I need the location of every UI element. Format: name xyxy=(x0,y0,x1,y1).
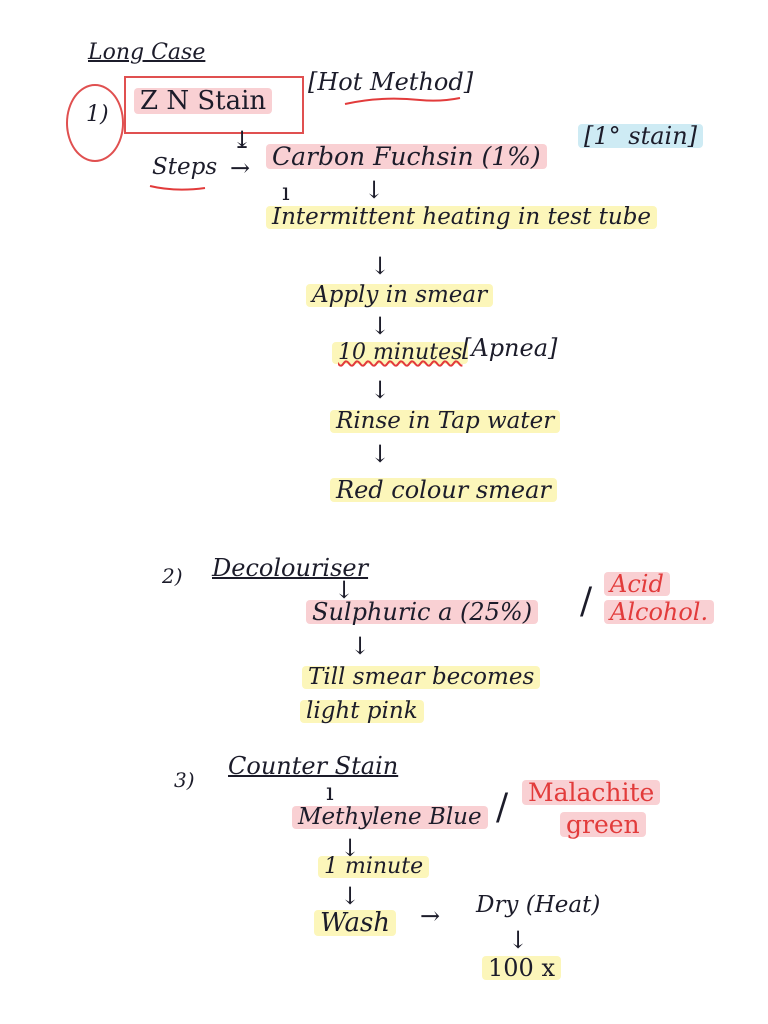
step-time: 10 minutes xyxy=(332,342,469,364)
step-time-note: [Apnea] xyxy=(462,334,558,362)
counter-label: Counter Stain xyxy=(228,752,399,780)
arrow-down-9: ı xyxy=(326,778,334,806)
primary-stain-type: [1° stain] xyxy=(578,124,704,148)
arrow-down-3: ↓ xyxy=(370,252,391,280)
step-rinse: Rinse in Tap water xyxy=(330,410,561,433)
item-circle xyxy=(66,84,124,162)
decolouriser-alt-line2: Alcohol. xyxy=(604,600,715,624)
arrow-down-8: ↓ xyxy=(350,632,371,660)
arrow-down-11: ↓ xyxy=(340,882,361,910)
primary-reagent: Carbon Fuchsin (1%) xyxy=(266,144,547,169)
method-label: [Hot Method] xyxy=(308,68,474,96)
steps-label: Steps xyxy=(152,154,218,180)
counter-alt-line1: Malachite xyxy=(522,780,661,805)
counter-wash: Wash xyxy=(314,910,397,936)
decolouriser-reagent: Sulphuric a (25%) xyxy=(306,600,539,624)
arrow-down-10: ↓ xyxy=(340,834,361,862)
arrow-right-steps: → xyxy=(230,154,251,182)
counter-alt-line2: green xyxy=(560,812,646,837)
item-number-3: 3) xyxy=(174,768,195,792)
page-title: Long Case xyxy=(88,40,206,65)
item-number-1: 1) xyxy=(86,102,109,127)
counter-reagent: Methylene Blue xyxy=(292,806,488,829)
decolouriser-alt-line1: Acid xyxy=(604,572,670,596)
arrow-down-12: ↓ xyxy=(508,926,529,954)
counter-time: 1 minute xyxy=(318,856,430,878)
stain-name: Z N Stain xyxy=(134,88,273,114)
step-apply: Apply in smear xyxy=(306,284,494,307)
arrow-down-4: ↓ xyxy=(370,312,391,340)
magnification: 100 x xyxy=(482,956,561,980)
decolouriser-until-line2: light pink xyxy=(300,700,424,723)
arrow-down-2: ↓ xyxy=(364,176,385,204)
tick-mark: ı xyxy=(282,178,290,206)
item-number-2: 2) xyxy=(162,564,183,588)
counter-dry: Dry (Heat) xyxy=(476,892,601,918)
slash-divider: / xyxy=(580,581,593,622)
arrow-down-6: ↓ xyxy=(370,440,391,468)
step-heating: Intermittent heating in test tube xyxy=(266,206,658,229)
arrow-right-dry: → xyxy=(420,902,441,930)
decolouriser-label: Decolouriser xyxy=(212,554,369,582)
arrow-down-5: ↓ xyxy=(370,376,391,404)
arrow-down-1: ⤓ xyxy=(232,126,253,154)
stain-name-box xyxy=(124,76,304,134)
arrow-down-7: ↓ xyxy=(334,576,355,604)
step-result: Red colour smear xyxy=(330,478,557,502)
slash-divider-2: / xyxy=(496,787,509,828)
decolouriser-until-line1: Till smear becomes xyxy=(302,666,541,689)
